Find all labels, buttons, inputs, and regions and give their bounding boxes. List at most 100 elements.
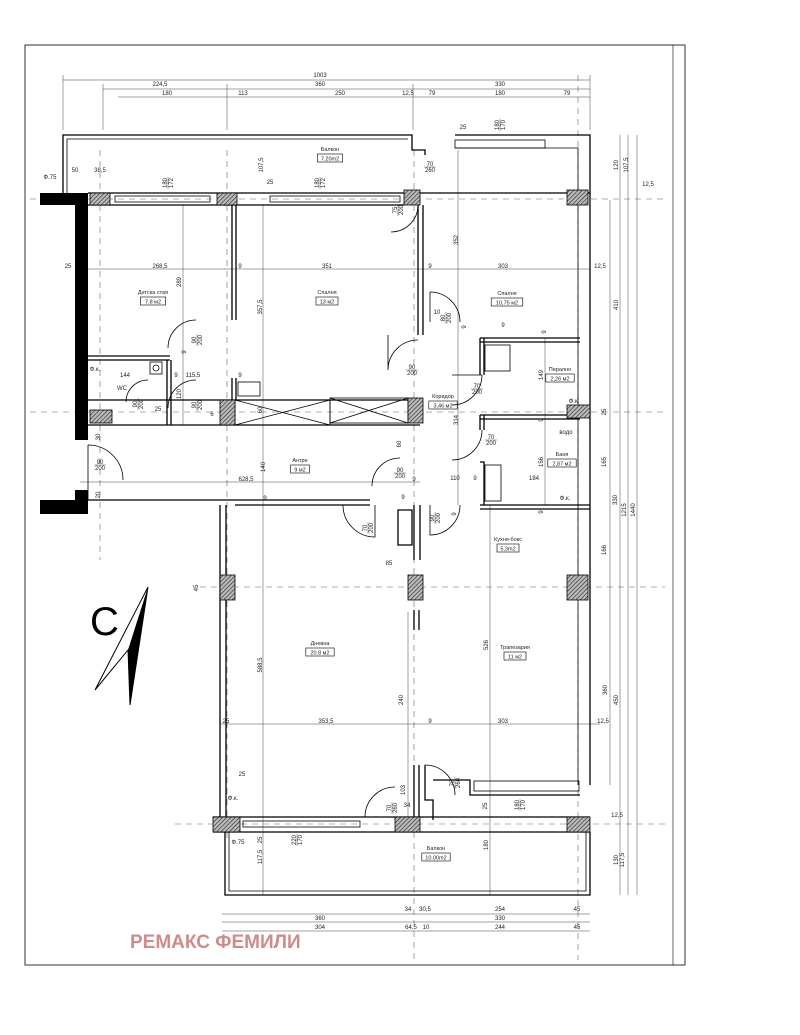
- room-area: 3,46 м2: [433, 404, 452, 410]
- column: [216, 192, 238, 206]
- opening-width: 90: [430, 514, 436, 521]
- room-area-box: [547, 458, 577, 468]
- dimension-label: 103: [401, 784, 407, 795]
- opening-height: 200: [472, 390, 483, 396]
- walls: [40, 134, 591, 896]
- dimension-label: 38,5: [94, 168, 106, 174]
- dimension-label: 25: [65, 264, 72, 270]
- opening-height: 170: [501, 119, 507, 130]
- dimension-label: Ф.к.: [90, 367, 101, 373]
- dimension-label: 330: [613, 494, 619, 505]
- north-arrow: С: [90, 586, 149, 706]
- room-area: 7.8 м2: [145, 300, 161, 306]
- opening-height: 172: [169, 177, 175, 188]
- room-name: Дневна: [311, 641, 331, 647]
- column: [566, 189, 589, 206]
- room-name: Перално: [549, 367, 571, 373]
- dimension-label: 45: [574, 907, 581, 913]
- dimension-label: 107,5: [624, 157, 630, 173]
- room-area: 2,87 м2: [552, 462, 571, 468]
- dimension-label: 107,5: [259, 157, 265, 173]
- room-label: Коридор 3,46 м2: [428, 394, 458, 410]
- opening-width: 90: [192, 401, 198, 408]
- room-area: 9 м2: [294, 468, 305, 474]
- dimension-label: Ф.к.: [228, 796, 239, 802]
- dimension-label: 20: [96, 491, 102, 498]
- dimension-label: Ф.75: [232, 840, 246, 846]
- dimension-label: 9: [501, 323, 505, 329]
- column: [89, 192, 111, 206]
- opening-width: 80: [441, 314, 447, 321]
- dimension-label: 9: [412, 477, 416, 483]
- opening-height: 200: [198, 399, 204, 410]
- opening-height: 200: [447, 312, 453, 323]
- opening-height: 170: [298, 834, 304, 845]
- room-label: Дневна 20.8 м2: [305, 641, 335, 657]
- dimension-label: 353,5: [318, 719, 334, 725]
- dimension-label: 156: [539, 456, 545, 467]
- room-area: 11 м2: [508, 655, 522, 661]
- dimension-label: 588,5: [258, 657, 264, 673]
- dimension-label: 9: [539, 418, 545, 422]
- dimension-label: Ф.75: [44, 175, 58, 181]
- door-swings: [87, 204, 483, 818]
- dimension-label: 166: [602, 544, 608, 555]
- dimension-label: 360: [315, 82, 326, 88]
- column: [219, 399, 236, 426]
- logo-watermark: РЕМАКС ФЕМИЛИ: [130, 932, 301, 953]
- column: [394, 816, 421, 833]
- dimension-label: 45: [194, 584, 200, 591]
- dimension-label: 314: [454, 414, 460, 425]
- dimension-label: 254: [495, 907, 506, 913]
- dimension-label: 165: [602, 456, 608, 467]
- dimension-label: 140: [261, 461, 267, 472]
- dimension-lines: [62, 75, 638, 932]
- dimension-label: 25: [223, 719, 230, 725]
- dimension-label: 85: [386, 561, 393, 567]
- dimension-label: 9: [238, 264, 242, 270]
- dimension-label: 30: [96, 433, 102, 440]
- dimension-label: 6: [210, 412, 214, 418]
- room-area-box: [428, 400, 458, 410]
- dimension-label: 34: [405, 907, 412, 913]
- room-area-box: [421, 852, 451, 862]
- room-name: Коридор: [432, 394, 454, 400]
- dimension-label: Ф.к.: [569, 399, 580, 405]
- dimension-label: 25: [258, 836, 264, 843]
- dimension-label: 330: [495, 82, 506, 88]
- opening-width: 70: [363, 524, 369, 531]
- dimension-label: 9: [452, 512, 458, 516]
- dimension-label: 34: [404, 803, 411, 809]
- dimension-label: 330: [495, 916, 506, 922]
- opening-height: 200: [139, 398, 145, 409]
- dimension-label: 79: [429, 91, 436, 97]
- dimension-label: 25: [483, 802, 489, 809]
- dimension-label: 9: [428, 264, 432, 270]
- dimension-label: 144: [120, 373, 131, 379]
- dimension-label: 360: [315, 916, 326, 922]
- opening-width: 90: [133, 400, 139, 407]
- dimension-label: 115,5: [186, 373, 201, 379]
- dimension-label: водо: [559, 430, 573, 436]
- dimension-label: 450: [614, 694, 620, 705]
- room-area: 20.8 м2: [310, 651, 329, 657]
- opening-width: 180: [515, 799, 521, 810]
- opening-width: 180: [163, 177, 169, 188]
- column: [403, 189, 421, 206]
- dimension-label: 120: [177, 388, 183, 399]
- opening-width: 70: [488, 435, 495, 441]
- dimension-label: 12,5: [402, 91, 414, 97]
- dimension-label: 12,5: [611, 813, 623, 819]
- dimension-label: 45: [574, 925, 581, 931]
